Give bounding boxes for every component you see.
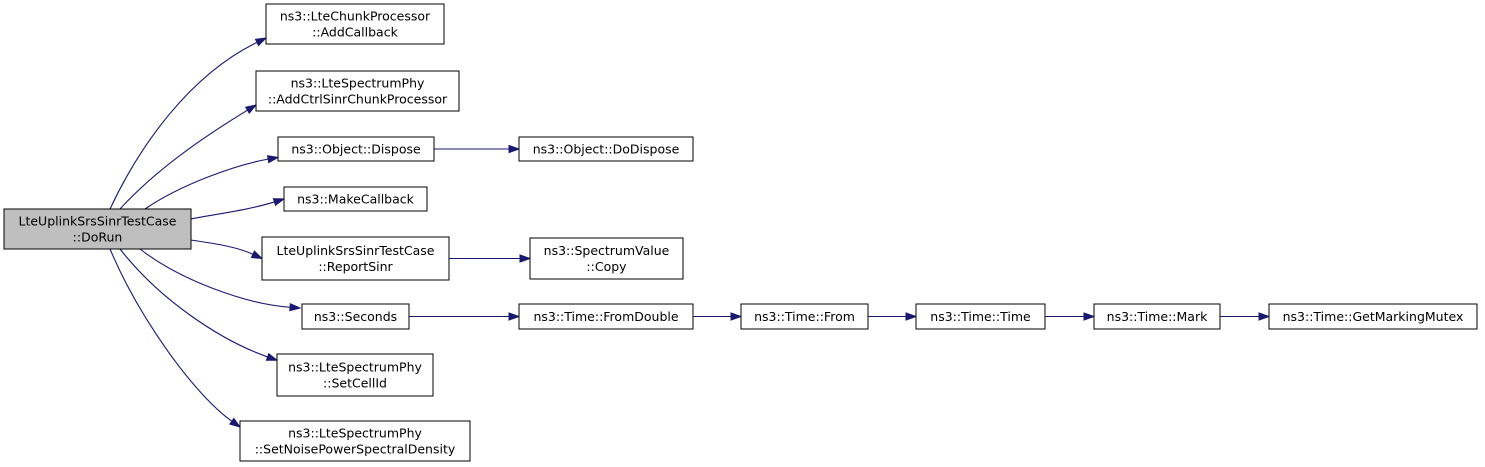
edge-line: [190, 239, 254, 255]
node-box[interactable]: [265, 3, 445, 45]
node-label: LteUplinkSrsSinrTestCase: [276, 243, 434, 258]
node-label: ns3::Object::Dispose: [291, 141, 421, 156]
edge-dispose-to-do-dispose: [434, 144, 521, 154]
node-box[interactable]: [518, 303, 694, 330]
node-label: LteUplinkSrsSinrTestCase: [18, 213, 176, 228]
edge-time-to-mark: [1045, 312, 1096, 321]
node-label: ns3::MakeCallback: [297, 191, 415, 206]
edge-arrowhead: [266, 155, 280, 164]
edge-mark-to-marking-mutex: [1220, 312, 1271, 321]
node-do-dispose[interactable]: ns3::Object::DoDispose: [518, 136, 694, 162]
node-from[interactable]: ns3::Time::From: [740, 303, 869, 330]
node-add-callback[interactable]: ns3::LteChunkProcessor::AddCallback: [265, 3, 445, 45]
node-label: ns3::Object::DoDispose: [533, 141, 680, 156]
node-set-cell-id[interactable]: ns3::LteSpectrumPhy::SetCellId: [276, 353, 434, 397]
node-box[interactable]: [239, 420, 471, 462]
node-label: ns3::Seconds: [314, 309, 397, 324]
node-box[interactable]: [1093, 303, 1221, 330]
edge-arrowhead: [905, 312, 918, 321]
edge-line: [119, 109, 248, 210]
node-time[interactable]: ns3::Time::Time: [915, 303, 1046, 330]
edge-line: [109, 41, 258, 210]
edge-arrowhead: [730, 312, 743, 321]
edge-arrowhead: [265, 352, 279, 361]
edge-root-to-add-callback: [109, 37, 268, 210]
edge-arrowhead: [244, 104, 258, 115]
edge-line: [109, 248, 233, 422]
edge-from-double-to-from: [693, 312, 743, 321]
node-label: ns3::LteSpectrumPhy: [288, 425, 422, 440]
edge-root-to-report-sinr: [190, 239, 264, 260]
node-label: ns3::LteSpectrumPhy: [288, 359, 422, 374]
node-label-line-2: ::Copy: [586, 259, 627, 274]
edge-arrowhead: [508, 312, 521, 321]
edge-root-to-dispose: [144, 155, 280, 210]
node-from-double[interactable]: ns3::Time::FromDouble: [518, 303, 694, 330]
nodes-layer: LteUplinkSrsSinrTestCase::DoRun ns3::LteC…: [3, 3, 1478, 462]
node-label: ns3::Time::FromDouble: [533, 309, 678, 324]
edge-arrowhead: [1258, 312, 1271, 321]
node-box: [3, 208, 192, 250]
edge-root-to-set-cell-id: [119, 248, 279, 361]
node-mark[interactable]: ns3::Time::Mark: [1093, 303, 1221, 330]
node-box[interactable]: [283, 186, 428, 212]
node-make-callback[interactable]: ns3::MakeCallback: [283, 186, 428, 212]
node-label: ns3::LteSpectrumPhy: [291, 75, 425, 90]
root-node: LteUplinkSrsSinrTestCase::DoRun: [3, 208, 192, 250]
node-label-line-2: ::ReportSinr: [318, 259, 393, 274]
edge-line: [190, 201, 275, 220]
node-box[interactable]: [255, 70, 460, 112]
node-dispose[interactable]: ns3::Object::Dispose: [277, 136, 435, 162]
node-label: ns3::Time::GetMarkingMutex: [1283, 309, 1464, 324]
edge-arrowhead: [289, 303, 302, 312]
node-label: ns3::SpectrumValue: [544, 243, 670, 258]
edge-arrowhead: [272, 198, 286, 207]
node-label-line-2: ::AddCtrlSinrChunkProcessor: [268, 91, 448, 106]
node-seconds[interactable]: ns3::Seconds: [301, 303, 410, 330]
node-set-noise[interactable]: ns3::LteSpectrumPhy::SetNoisePowerSpectr…: [239, 420, 471, 462]
node-label-line-2: ::SetNoisePowerSpectralDensity: [255, 441, 456, 456]
edge-arrowhead: [250, 250, 264, 260]
node-box[interactable]: [915, 303, 1046, 330]
node-box[interactable]: [261, 236, 450, 281]
node-label: ns3::Time::Mark: [1107, 309, 1208, 324]
node-label: ns3::Time::From: [754, 309, 855, 324]
node-label-line-2: ::DoRun: [73, 229, 123, 244]
edge-report-sinr-to-copy: [449, 254, 532, 263]
edge-root-to-seconds: [139, 248, 302, 312]
node-box[interactable]: [1268, 303, 1478, 330]
edge-line: [139, 248, 291, 308]
node-label-line-2: ::AddCallback: [312, 24, 398, 39]
edge-arrowhead: [519, 254, 532, 263]
node-label-line-2: ::SetCellId: [323, 375, 387, 390]
edge-arrowhead: [254, 37, 268, 47]
node-box[interactable]: [301, 303, 410, 330]
node-report-sinr[interactable]: LteUplinkSrsSinrTestCase::ReportSinr: [261, 236, 450, 281]
edge-from-to-time: [868, 312, 918, 321]
edge-arrowhead: [229, 417, 242, 428]
node-box[interactable]: [276, 353, 434, 397]
node-label: ns3::LteChunkProcessor: [280, 8, 431, 23]
node-copy[interactable]: ns3::SpectrumValue::Copy: [529, 237, 684, 280]
edge-line: [144, 158, 269, 210]
node-add-ctrl-sinr[interactable]: ns3::LteSpectrumPhy::AddCtrlSinrChunkPro…: [255, 70, 460, 112]
node-label: ns3::Time::Time: [930, 309, 1031, 324]
node-box[interactable]: [740, 303, 869, 330]
node-box[interactable]: [277, 136, 435, 162]
edges-layer: [109, 37, 1271, 428]
edge-line: [119, 248, 268, 358]
edge-root-to-make-callback: [190, 198, 286, 220]
edge-arrowhead: [1083, 312, 1096, 321]
edge-root-to-set-noise: [109, 248, 242, 428]
edge-arrowhead: [508, 144, 521, 154]
node-box[interactable]: [529, 237, 684, 280]
node-box[interactable]: [518, 136, 694, 162]
edge-root-to-add-ctrl-sinr: [119, 104, 258, 210]
node-marking-mutex[interactable]: ns3::Time::GetMarkingMutex: [1268, 303, 1478, 330]
edge-seconds-to-from-double: [409, 312, 521, 321]
